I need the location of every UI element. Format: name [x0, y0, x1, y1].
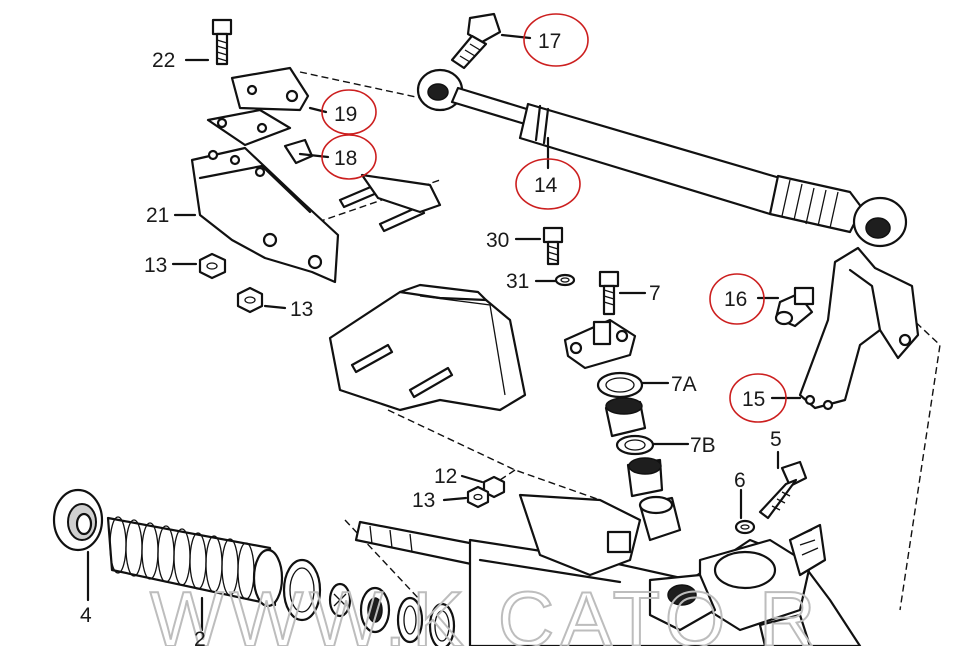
callout-13-upper: 13 [144, 254, 167, 277]
steering-damper [416, 12, 908, 248]
callout-12: 12 [434, 465, 457, 488]
callout-5: 5 [770, 428, 782, 451]
leader-lines [86, 33, 802, 632]
mounting-bracket-assembly [190, 18, 442, 314]
highlight-ring-16 [709, 273, 765, 325]
callout-14: 14 [534, 174, 558, 197]
pinion-stack [542, 226, 682, 542]
bolt-5-and-washer [734, 460, 808, 535]
highlight-ring-18 [321, 134, 377, 180]
callout-6: 6 [734, 469, 746, 492]
callout-19: 19 [334, 103, 357, 126]
highlight-ring-15 [729, 373, 787, 423]
nut-13-lower [236, 286, 264, 314]
callout-16: 16 [724, 288, 747, 311]
callout-13-lower: 13 [290, 298, 313, 321]
boot-assembly [52, 488, 456, 646]
bolt-16-shape [774, 286, 815, 328]
callout-22: 22 [152, 49, 175, 72]
highlight-ring-14 [515, 158, 581, 210]
callout-2: 2 [194, 628, 206, 646]
highlight-ring-19 [321, 89, 377, 135]
damper-bracket [774, 246, 920, 411]
callout-21: 21 [146, 204, 169, 227]
callout-18: 18 [334, 147, 357, 170]
callout-15: 15 [742, 388, 765, 411]
callout-17: 17 [538, 30, 561, 53]
callout-4: 4 [80, 604, 92, 627]
callout-7A: 7A [671, 373, 697, 396]
callout-31: 31 [506, 270, 529, 293]
highlight-ring-17 [523, 13, 589, 67]
callout-13-rack: 13 [412, 489, 435, 512]
nuts-12-13 [466, 475, 506, 509]
highlight-rings [321, 13, 787, 423]
callout-7B: 7B [690, 434, 716, 457]
nut-13-upper [198, 252, 227, 280]
callout-7: 7 [649, 282, 661, 305]
steering-rack-housing [354, 493, 862, 646]
cover-shield [328, 283, 527, 412]
watermark-text: WWW.K CATO R [150, 575, 821, 646]
bolt-22-shape [211, 18, 233, 66]
callout-30: 30 [486, 229, 509, 252]
callout-labels: 22 17 19 18 14 21 13 13 30 31 7 16 7A 15… [80, 30, 782, 646]
